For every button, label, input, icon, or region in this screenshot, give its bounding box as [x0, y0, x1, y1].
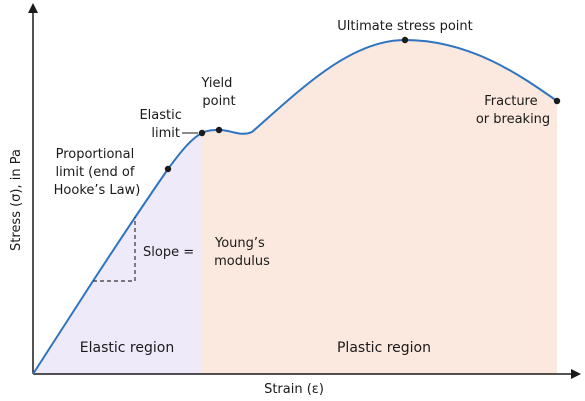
x-axis-label: Strain (ε)	[264, 382, 324, 397]
yield-label-line-1: Yield	[200, 76, 232, 91]
proportional-line-3: Hooke’s Law)	[54, 183, 141, 198]
plastic-region-label: Plastic region	[337, 340, 431, 356]
y-axis-label: Stress (σ), in Pa	[9, 149, 24, 251]
proportional-limit-label: Proportional limit (end of Hooke’s Law)	[54, 147, 141, 198]
youngs-line-2: modulus	[214, 254, 270, 269]
youngs-modulus-label: Young’s modulus	[214, 236, 270, 269]
plastic-region-fill	[202, 40, 557, 374]
elastic-limit-line-1: Elastic	[139, 108, 181, 123]
elastic-limit-point	[198, 129, 206, 137]
youngs-line-1: Young’s	[214, 236, 265, 251]
elastic-region-label: Elastic region	[80, 340, 174, 356]
fracture-point	[553, 97, 561, 105]
fracture-label: Fracture or breaking	[476, 94, 550, 127]
elastic-limit-label: Elastic limit	[139, 108, 186, 141]
yield-point-label: Yield point	[200, 76, 236, 109]
ultimate-stress-label: Ultimate stress point	[337, 19, 472, 34]
yield-point	[215, 126, 223, 134]
stress-strain-curve	[32, 38, 558, 375]
elastic-limit-line-2: limit	[151, 126, 180, 141]
fracture-line-2: or breaking	[476, 112, 550, 127]
proportional-line-2: limit (end of	[55, 165, 134, 180]
proportional-line-1: Proportional	[56, 147, 135, 162]
ultimate-stress-point	[401, 36, 409, 44]
slope-label: Slope =	[143, 245, 194, 260]
fracture-line-1: Fracture	[484, 94, 537, 109]
elastic-region-fill	[33, 133, 202, 374]
yield-label-line-2: point	[202, 94, 235, 109]
proportional-limit-point	[164, 165, 172, 173]
slope-triangle	[93, 217, 136, 282]
